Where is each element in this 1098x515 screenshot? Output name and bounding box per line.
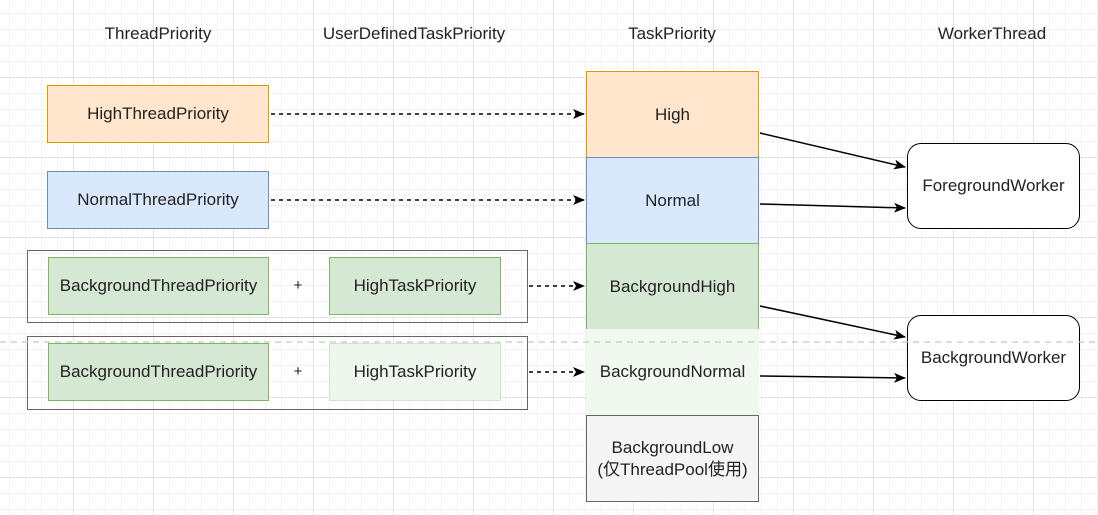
high-task-priority-box-1[interactable]: HighTaskPriority bbox=[329, 257, 501, 315]
arrow-high-to-foreground-worker bbox=[759, 132, 906, 170]
task-priority-background-low[interactable]: BackgroundLow (仅ThreadPool使用) bbox=[586, 415, 759, 502]
background-low-label: BackgroundLow bbox=[611, 437, 734, 457]
header-task-priority: TaskPriority bbox=[628, 24, 716, 43]
task-priority-normal[interactable]: Normal bbox=[586, 157, 759, 244]
arrow-background-high-to-background-worker bbox=[759, 305, 906, 340]
task-priority-background-normal[interactable]: BackgroundNormal bbox=[586, 329, 759, 416]
arrow-normal-to-foreground-worker bbox=[759, 202, 906, 213]
task-priority-high[interactable]: High bbox=[586, 71, 759, 158]
foreground-worker[interactable]: ForegroundWorker bbox=[907, 143, 1080, 229]
header-worker-thread: WorkerThread bbox=[937, 24, 1047, 43]
plus-sign-2: + bbox=[293, 363, 303, 380]
arrow-background-normal-to-background-worker bbox=[759, 372, 906, 383]
background-high-group[interactable] bbox=[27, 250, 528, 323]
high-task-priority-box-2[interactable]: HighTaskPriority bbox=[329, 343, 501, 401]
header-thread-priority: ThreadPriority bbox=[104, 24, 212, 43]
task-priority-background-high[interactable]: BackgroundHigh bbox=[586, 243, 759, 330]
plus-sign-1: + bbox=[293, 277, 303, 294]
background-worker[interactable]: BackgroundWorker bbox=[907, 315, 1080, 401]
background-thread-priority-box-1[interactable]: BackgroundThreadPriority bbox=[48, 257, 269, 315]
background-thread-priority-box-2[interactable]: BackgroundThreadPriority bbox=[48, 343, 269, 401]
background-normal-group[interactable] bbox=[27, 336, 528, 410]
background-low-note: (仅ThreadPool使用) bbox=[597, 459, 748, 479]
high-thread-priority-box[interactable]: HighThreadPriority bbox=[47, 85, 269, 143]
normal-thread-priority-box[interactable]: NormalThreadPriority bbox=[47, 171, 269, 229]
header-user-defined-task-priority: UserDefinedTaskPriority bbox=[322, 24, 506, 43]
